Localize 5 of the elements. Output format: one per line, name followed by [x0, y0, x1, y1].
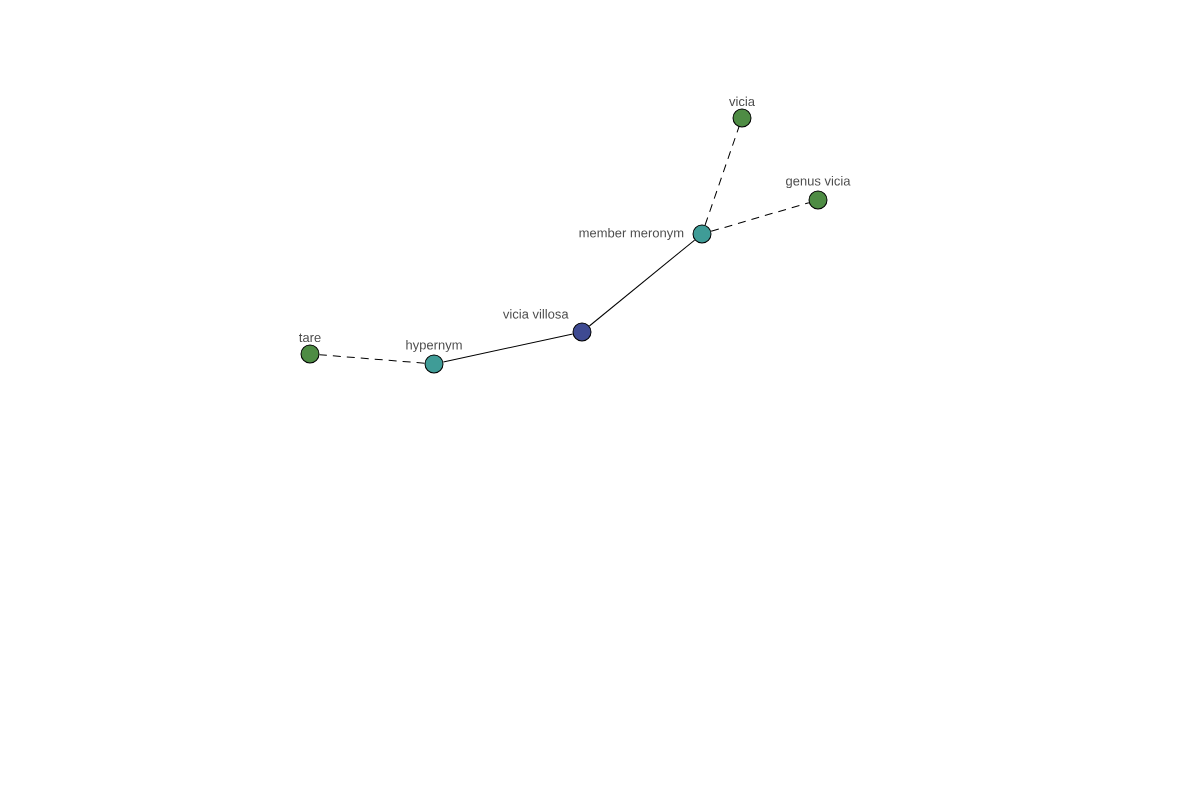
connector-line	[442, 333, 574, 363]
connector-line	[319, 354, 426, 364]
connector-line	[710, 202, 810, 232]
connector-line	[588, 239, 696, 327]
connector-line	[704, 126, 740, 226]
